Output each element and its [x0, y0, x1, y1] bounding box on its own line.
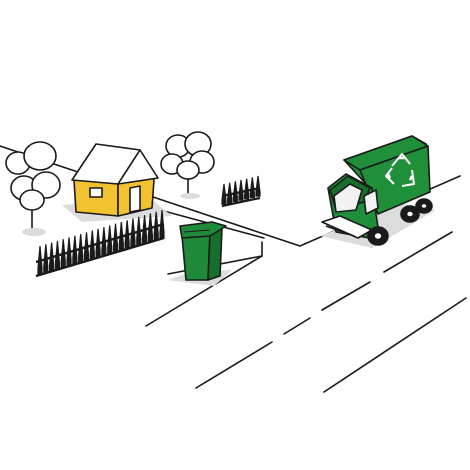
fence-picket — [60, 239, 66, 269]
fence-picket — [49, 242, 55, 272]
picket-fence-icon — [221, 175, 261, 208]
fence-picket — [221, 183, 227, 205]
recycling-truck-icon — [320, 135, 436, 248]
road-center-dashes — [195, 231, 453, 389]
fence-picket — [124, 220, 130, 250]
fence-picket — [147, 213, 153, 243]
fence-picket — [43, 244, 49, 274]
fence-picket — [141, 215, 148, 245]
fence-picket — [72, 235, 78, 265]
recycle-symbol-icon — [385, 153, 415, 187]
tree-icon — [160, 131, 215, 199]
fence-picket — [78, 233, 84, 263]
fence-picket — [255, 175, 261, 197]
fence-picket — [112, 223, 119, 253]
fence-picket — [95, 228, 101, 258]
fence-picket — [107, 225, 113, 255]
fence-picket — [66, 237, 72, 267]
fence-picket — [54, 240, 61, 270]
wheelie-bin-icon — [168, 221, 232, 286]
fence-picket — [118, 221, 124, 251]
tree-icon — [5, 141, 61, 236]
fence-picket — [89, 230, 95, 260]
fence-picket — [101, 227, 107, 257]
fence-picket — [153, 211, 159, 241]
fence-picket — [244, 178, 250, 200]
fence-picket — [37, 245, 43, 275]
house-icon — [62, 143, 172, 222]
fence-picket — [130, 218, 136, 248]
fence-picket — [159, 209, 165, 239]
fence-picket — [238, 179, 244, 201]
fence-picket — [232, 181, 238, 203]
fence-picket — [136, 216, 142, 246]
fence-picket — [227, 182, 233, 204]
fence-picket — [249, 177, 255, 199]
fence-picket — [83, 232, 90, 262]
picket-fence-icon — [35, 209, 165, 278]
